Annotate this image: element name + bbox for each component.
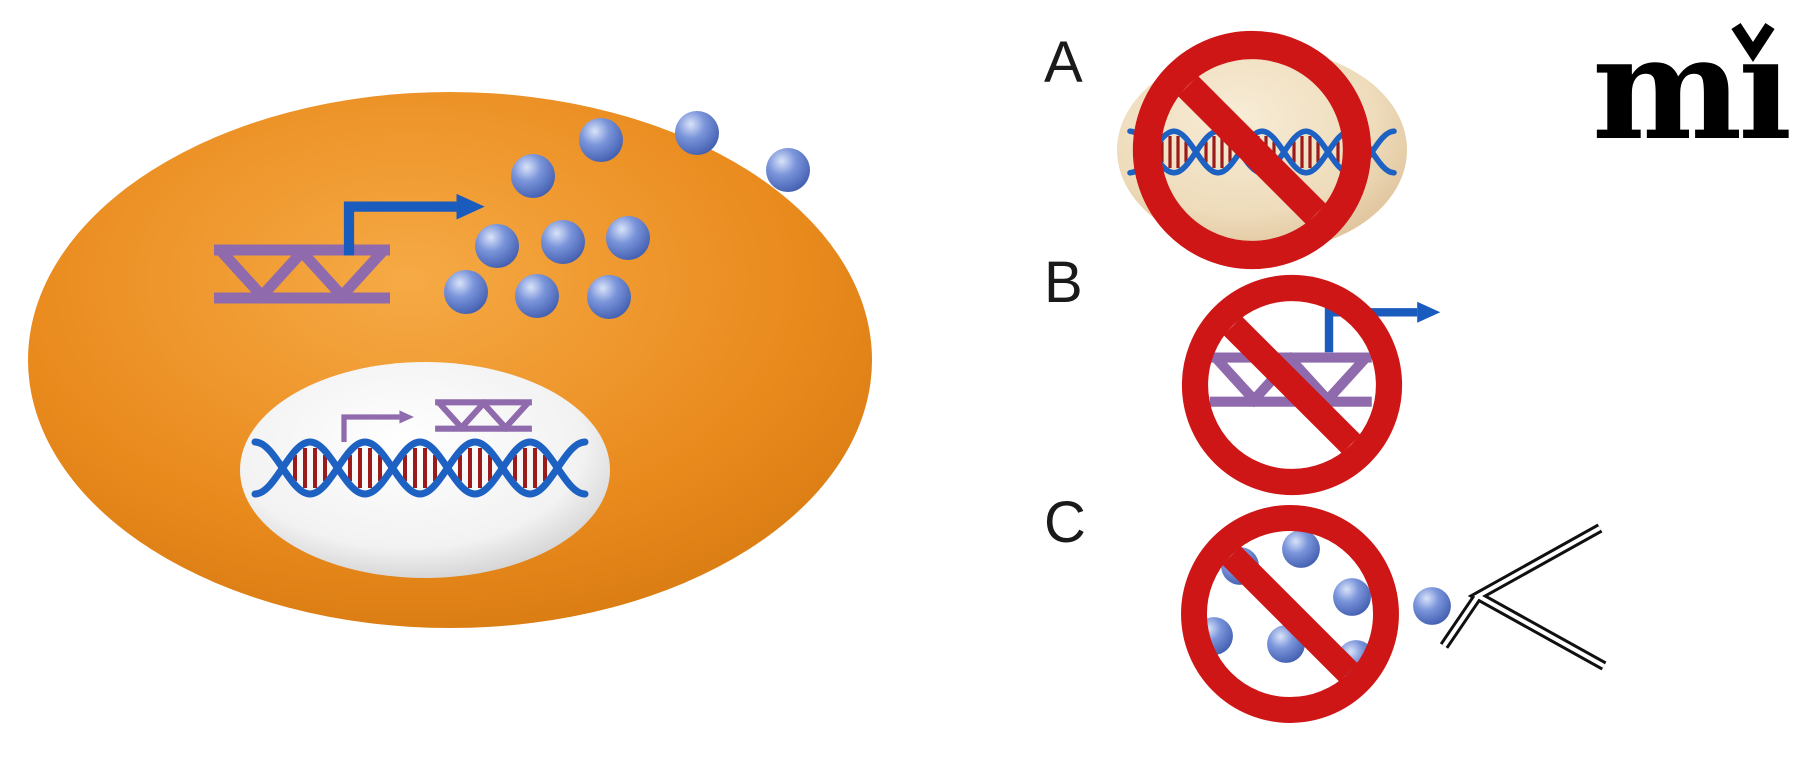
logo-text: mı xyxy=(1592,6,1789,172)
protein-sphere xyxy=(766,148,810,192)
panel-a: A xyxy=(1044,30,1407,255)
antibody xyxy=(1439,523,1607,671)
panel-c: C xyxy=(1044,490,1607,710)
protein-sphere xyxy=(515,274,559,318)
protein-sphere xyxy=(579,118,623,162)
cell-body xyxy=(28,92,872,628)
protein-sphere xyxy=(541,220,585,264)
protein-sphere xyxy=(1333,578,1371,616)
panel-c-label: C xyxy=(1044,490,1086,555)
antibody-inner-gap xyxy=(1442,526,1605,668)
protein-sphere xyxy=(475,224,519,268)
protein-sphere xyxy=(606,216,650,260)
protein-sphere-free xyxy=(1413,587,1451,625)
prohibition-sign-mrna xyxy=(1195,288,1389,482)
protein-sphere xyxy=(511,154,555,198)
journal-logo: mı xyxy=(1592,6,1793,172)
cell-panel xyxy=(28,92,872,628)
protein-sphere xyxy=(587,275,631,319)
panel-b-label: B xyxy=(1044,250,1083,315)
panel-b: B xyxy=(1044,250,1440,482)
panel-a-label: A xyxy=(1044,30,1083,95)
protein-sphere xyxy=(1282,530,1320,568)
antibody-outline xyxy=(1439,523,1607,671)
protein-sphere xyxy=(675,111,719,155)
protein-sphere xyxy=(444,270,488,314)
logo-caron-icon xyxy=(1731,22,1775,63)
